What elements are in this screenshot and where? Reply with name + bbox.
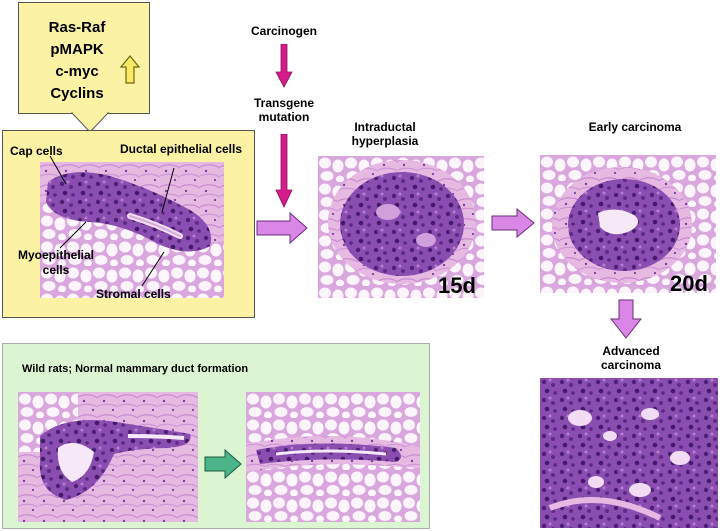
callout-box: Ras-Raf pMAPK c-myc Cyclins — [18, 2, 150, 114]
hyperplasia-micrograph — [318, 156, 484, 298]
label-advanced-carcinoma: Advanced carcinoma — [600, 344, 662, 372]
violet-arrow-to-hyperplasia — [256, 212, 308, 244]
callout-line-c-myc: c-myc — [55, 63, 99, 80]
magenta-down-arrow-1 — [275, 44, 293, 88]
callout-line-ras-raf: Ras-Raf — [48, 19, 106, 36]
pointer-lines — [49, 155, 175, 287]
up-arrow-icon — [120, 55, 140, 84]
magenta-down-arrow-2 — [275, 134, 293, 208]
callout-pointer — [70, 112, 110, 133]
pointer-myoepithelial-cells — [59, 221, 87, 249]
day-label-15d: 15d — [438, 273, 476, 298]
label-myoepithelial-cells: Myoepithelial cells — [17, 248, 94, 277]
label-transgene-mutation: Transgene mutation — [253, 96, 315, 124]
label-intraductal-hyperplasia: Intraductal hyperplasia — [351, 120, 419, 148]
label-carcinogen: Carcinogen — [250, 24, 317, 38]
green-arrow — [204, 449, 242, 479]
pointer-stromal-cells — [141, 251, 165, 287]
callout-line-cyclins: Cyclins — [50, 85, 104, 102]
callout-text: Ras-Raf pMAPK c-myc Cyclins — [27, 17, 127, 105]
violet-arrow-to-early-carcinoma — [491, 208, 535, 238]
early-carcinoma-micrograph — [540, 155, 716, 293]
normal-duct-micrograph — [40, 162, 224, 298]
wild-rats-title: Wild rats; Normal mammary duct formation — [22, 363, 249, 375]
label-early-carcinoma: Early carcinoma — [588, 120, 682, 134]
wild-rats-micrograph-2 — [246, 392, 420, 522]
callout-line-pmapk: pMAPK — [50, 41, 104, 58]
violet-arrow-to-advanced-carcinoma — [610, 299, 642, 339]
day-label-20d: 20d — [670, 271, 708, 296]
pointer-ductal-cells — [161, 167, 175, 213]
label-stromal-cells: Stromal cells — [96, 287, 171, 301]
pointer-cap-cells — [49, 155, 67, 185]
label-ductal-epithelial-cells: Ductal epithelial cells — [119, 142, 243, 156]
wild-rats-micrograph-1 — [18, 392, 198, 522]
advanced-carcinoma-micrograph — [540, 378, 718, 528]
label-cap-cells: Cap cells — [10, 144, 63, 158]
